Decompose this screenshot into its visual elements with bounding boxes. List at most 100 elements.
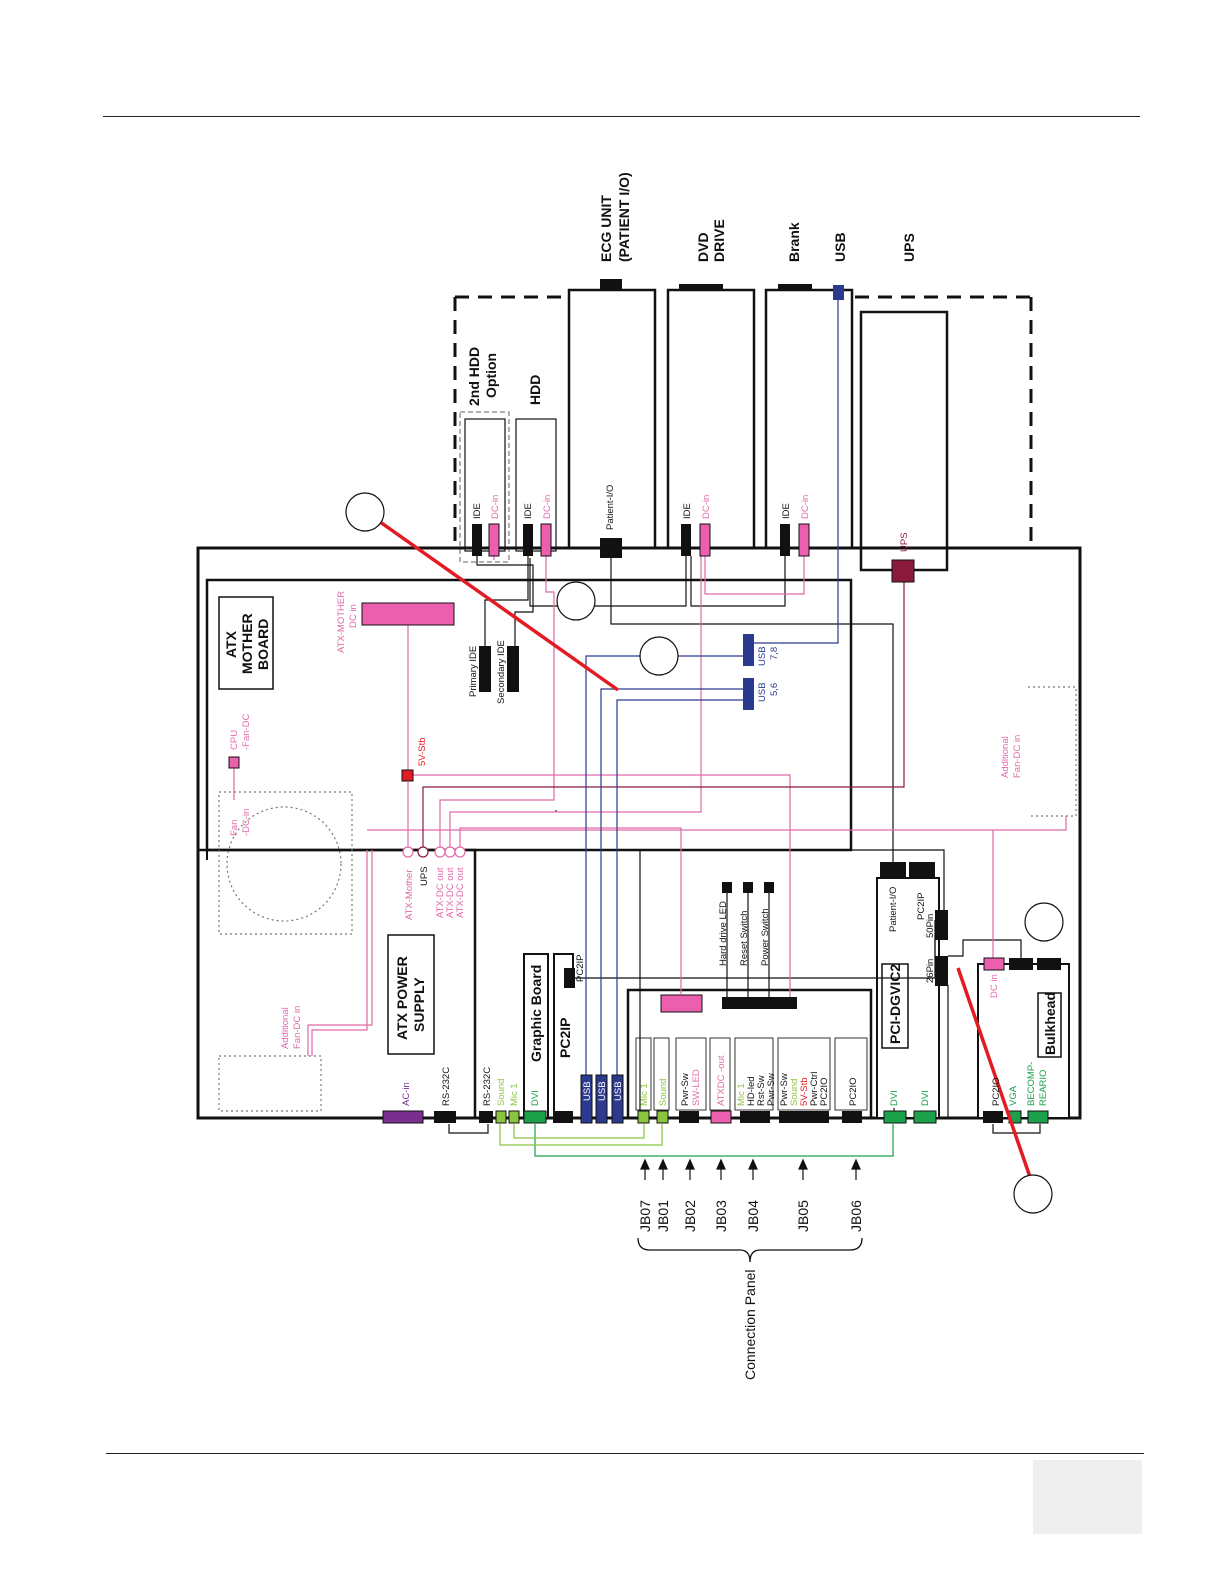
dvd-drive-label-1: DVD [695,232,711,262]
header-rule [103,116,1140,117]
jb05-sound-label: Sound [789,1079,800,1106]
hdd-ide-connector [523,524,533,556]
atx-mother-out [402,846,414,858]
atx-mother-dc-in-connector [361,602,455,626]
usb-rear-label-1: USB [582,1081,593,1101]
rs232c-a-label: RS-232C [441,1067,452,1106]
ac-in-connector [382,1110,424,1124]
jb01-connector [656,1110,669,1124]
jb01-label: JB01 [655,1200,671,1232]
callout-circle-2 [556,581,596,621]
jb05-slot [777,1037,831,1111]
becomp-connector [1027,1110,1049,1124]
fan-dc-in-label-2: -DC-in [241,809,252,836]
jb07-connector [637,1110,650,1124]
power-switch-pin [764,882,774,893]
rs232c-b-connector [479,1111,493,1123]
pc2ip-board-outline [553,953,574,1118]
bulkhead-dc-in-label: DC in [989,974,1000,998]
ecg-patient-io-connector [600,538,622,558]
hdd-dc-label: DC-in [542,495,553,519]
hdd2-ide-connector [472,524,482,556]
rs232c-b-label: RS-232C [482,1067,493,1106]
usb-top-connector [833,285,844,300]
ecg-patient-io-label: Patient-I/O [605,485,616,530]
pci-pc2ip-label: PC2IP [916,893,927,920]
additional-fan-zone [1028,686,1077,817]
atx-mother-dcin-label-2: DC in [348,604,359,628]
brank-ide-label: IDE [781,503,792,519]
pci-dvi-label-1: DVI [889,1090,900,1106]
hdd2-ide-label: IDE [472,503,483,519]
jb01-sound-label: Sound [658,1079,669,1106]
jb04-rst-sw-label: Rst-Sw [756,1075,767,1106]
page-number-box [1033,1460,1142,1534]
dc-power-wiring [233,556,1067,1056]
ups-psu-label: UPS [419,866,430,886]
jb06-slot [834,1037,868,1111]
primary-ide-label: Primary IDE [468,646,479,697]
atx-mother-dcin-label-1: ATX-MOTHER [336,591,347,653]
usb56-label-2: 5,6 [769,683,780,696]
hdd-label: HDD [527,375,543,405]
ac-in-label: AC-in [401,1082,412,1106]
pc2ip-board-label: PC2IP [557,1018,573,1058]
usb-rear-label-3: USB [613,1081,624,1101]
hdd-led-pin [722,882,732,893]
jb06-pc2io-label: PC2IO [848,1077,859,1106]
jb05-pwr-ctrl-label: Pwr-Ctrl [809,1072,820,1106]
ups-conn-label: UPS [899,532,910,552]
usb-rear-connector-3 [611,1074,624,1124]
jb01-slot [653,1037,670,1111]
additional-fan-left-1: Additional [280,1007,291,1049]
pc2ip-header [564,968,575,988]
atx-mother-label-2: MOTHER [239,613,255,674]
additional-fan-right-2: Fan-DC in [1012,735,1023,778]
bulkhead-dc-in-connector [983,957,1005,971]
vga-label: VGA [1008,1085,1019,1106]
jb04-pwr-sw-label: Pwr-Sw [766,1073,777,1106]
dvi-label: DVI [530,1090,541,1106]
ups-box [859,310,949,572]
hdd-dc-connector [540,523,552,557]
ups-connector [891,559,915,583]
psu-fan-zone [218,1055,322,1112]
fan-dc-in-label-1: Fan [229,820,240,836]
power-switch-label: Power Switch [760,908,771,966]
reset-switch-label: Reset Switch [739,911,750,966]
motherboard-region [205,578,853,852]
dvi-connector [523,1110,547,1124]
pc2io-rear-connector [983,1111,1003,1123]
pci-dvi-connector-1 [883,1110,907,1124]
ecg-top-connector [600,279,622,289]
jb04-connector [740,1111,770,1123]
jb04-hd-led-label: HD-led [746,1076,757,1106]
atx-power-label-1: ATX POWER [394,956,410,1040]
jb02-slot [675,1037,707,1111]
sound-label: Sound [496,1079,507,1106]
connection-panel-label: Connection Panel [742,1269,758,1380]
hdd2-option-frame [459,411,510,563]
atx-dc-out-label-3: ATX-DC out [455,867,466,918]
pin26-connector [935,956,948,986]
additional-fan-left-2: Fan-DC in [292,1006,303,1049]
cpu-fan-circle [226,806,342,922]
brank-dc-label: DC-in [800,495,811,519]
jb05-connector [779,1111,829,1123]
atx-mother-board-box [218,596,274,690]
rs232c-a-connector [434,1111,456,1123]
additional-fan-right-1: Additional [1000,736,1011,778]
atx-dc-out-3 [454,846,466,858]
secondary-ide-label: Secondary IDE [496,640,507,704]
pc2ip-conn-label: PC2IP [575,955,586,982]
pci-dgvic2-label: PCI-DGVIC2 [887,964,903,1044]
pin26-label: 26Pin [925,959,936,983]
jb05-pc2io-label: PC2IO [819,1077,830,1106]
connection-board-dc-in [660,994,703,1013]
atx-dc-out-label-1: ATX-DC out [435,867,446,918]
bulkhead-label-box [1037,992,1062,1058]
ecg-unit-label-1: ECG UNIT [598,195,614,262]
pci-patient-io-connector [880,862,906,878]
jb07-mic1-label: Mic 1 [639,1083,650,1106]
dvd-top-bezel [679,284,723,290]
